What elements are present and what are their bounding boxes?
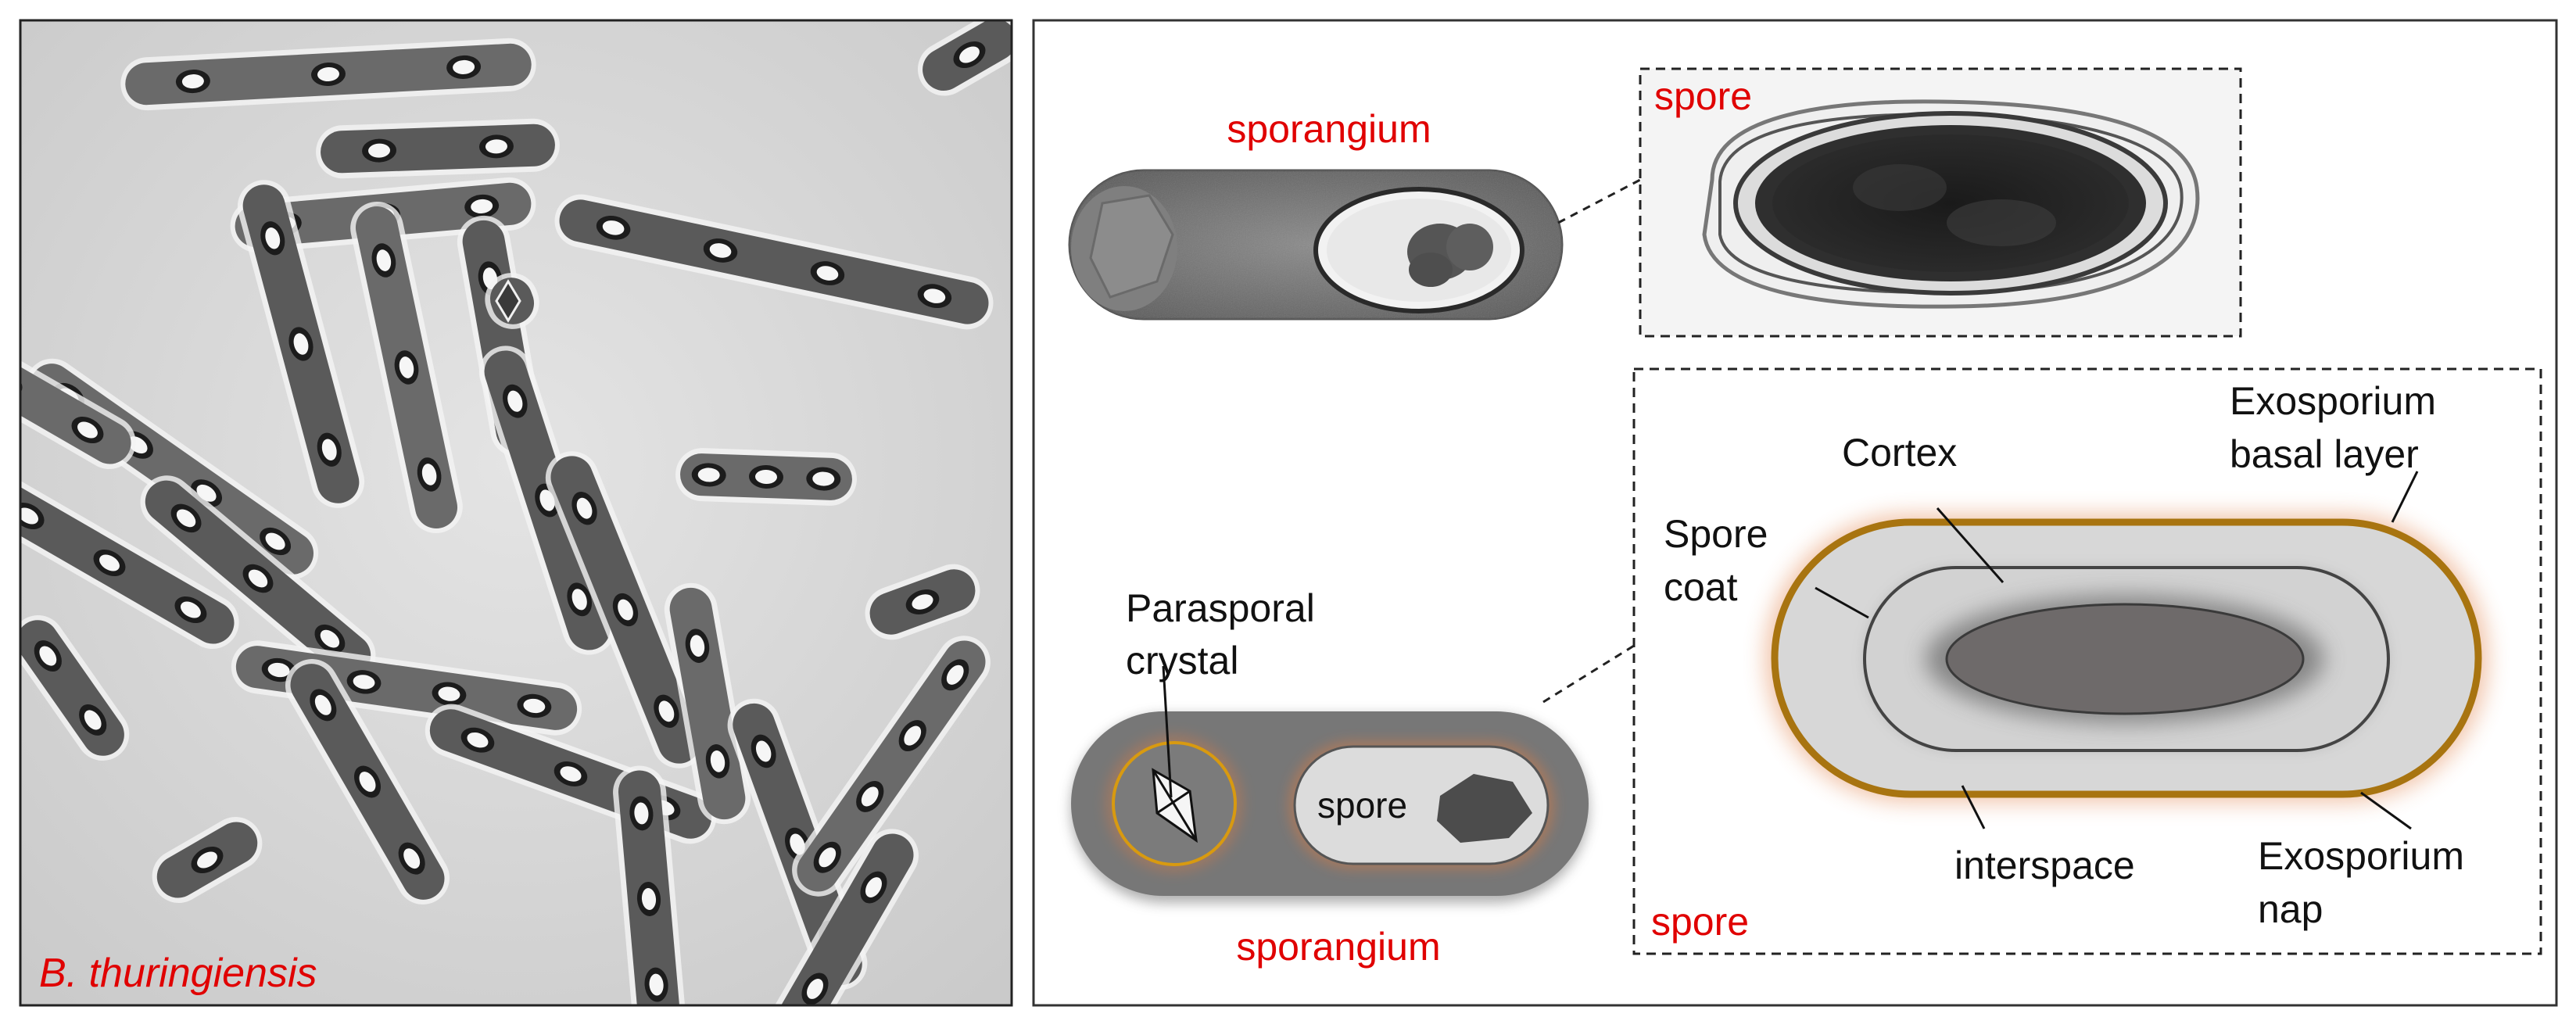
- micrograph-photo-panel: B. thuringiensis: [19, 19, 1013, 1007]
- micrograph-spore-label: spore: [1654, 74, 1752, 118]
- bacterial-rod: [20, 615, 130, 761]
- bacterial-rod: [140, 475, 376, 682]
- micrograph-connector-line: [1557, 178, 1641, 224]
- micrograph-sporangium-label: sporangium: [1227, 107, 1431, 151]
- bacterial-rod: [664, 582, 751, 825]
- bacterial-rod: [152, 817, 263, 903]
- exosporium-basal-pointer: [2391, 471, 2419, 523]
- detail-spore-label: spore: [1651, 900, 1749, 944]
- exosporium-basal-label-line2: basal layer: [2230, 432, 2419, 476]
- cortex-pointer: [1936, 507, 2005, 583]
- parasporal-crystal-icon: [1152, 768, 1198, 844]
- bacterial-rod: [545, 451, 706, 768]
- bacterial-rod: [865, 564, 980, 640]
- exosporium-nap-pointer: [2360, 791, 2412, 830]
- spore-detail-box: [1632, 367, 2542, 955]
- schematic-connector-line: [1542, 644, 1635, 704]
- schematic-sporangium-label: sporangium: [1236, 925, 1440, 969]
- em-spore-box: [1639, 67, 2242, 338]
- exosporium-nap-label-line1: Exosporium: [2258, 834, 2464, 878]
- species-label: B. thuringiensis: [39, 951, 317, 996]
- schematic-spore-label: spore: [1317, 785, 1407, 826]
- bacterial-rod: [770, 829, 919, 1005]
- exosporium-basal-label-line1: Exosporium: [2230, 379, 2436, 423]
- bacterial-rod: [792, 636, 991, 897]
- crystal-pointer-line: [1162, 665, 1173, 798]
- spore-coat-label-line1: Spore: [1664, 512, 1768, 556]
- interspace-label: interspace: [1954, 844, 2135, 887]
- exosporium-nap-label-line2: nap: [2258, 887, 2323, 931]
- left-panel-border: [19, 19, 1013, 1007]
- em-sporangium-image: [1068, 169, 1564, 321]
- bacterial-rods-image: [20, 20, 1012, 1005]
- parasporal-crystal-label-line2: crystal: [1126, 639, 1238, 682]
- spore-coat-pointer: [1815, 586, 1869, 619]
- bacterial-rod: [554, 194, 994, 330]
- bacterial-rod: [316, 118, 560, 179]
- bacterial-rod: [613, 765, 685, 1005]
- bacterial-rod: [120, 38, 536, 111]
- bacterial-rod: [237, 180, 365, 508]
- free-crystal: [495, 279, 521, 323]
- bacterial-rod: [917, 20, 1012, 96]
- spore-core: [1945, 603, 2305, 715]
- schematic-sporangium: [1071, 665, 1589, 903]
- bacterial-rod: [675, 448, 857, 506]
- parasporal-crystal-label-line1: Parasporal: [1126, 586, 1315, 630]
- bacterial-rod: [478, 346, 616, 655]
- interspace-pointer: [1961, 785, 1986, 829]
- bacterial-rod: [350, 201, 463, 534]
- spore-core-shape: [1437, 774, 1532, 843]
- cortex-label: Cortex: [1842, 431, 1957, 475]
- spore-coat-label-line2: coat: [1664, 565, 1738, 609]
- bacterial-rod: [20, 344, 136, 469]
- bacterial-rod: [285, 659, 450, 904]
- bacterial-rod: [20, 477, 239, 649]
